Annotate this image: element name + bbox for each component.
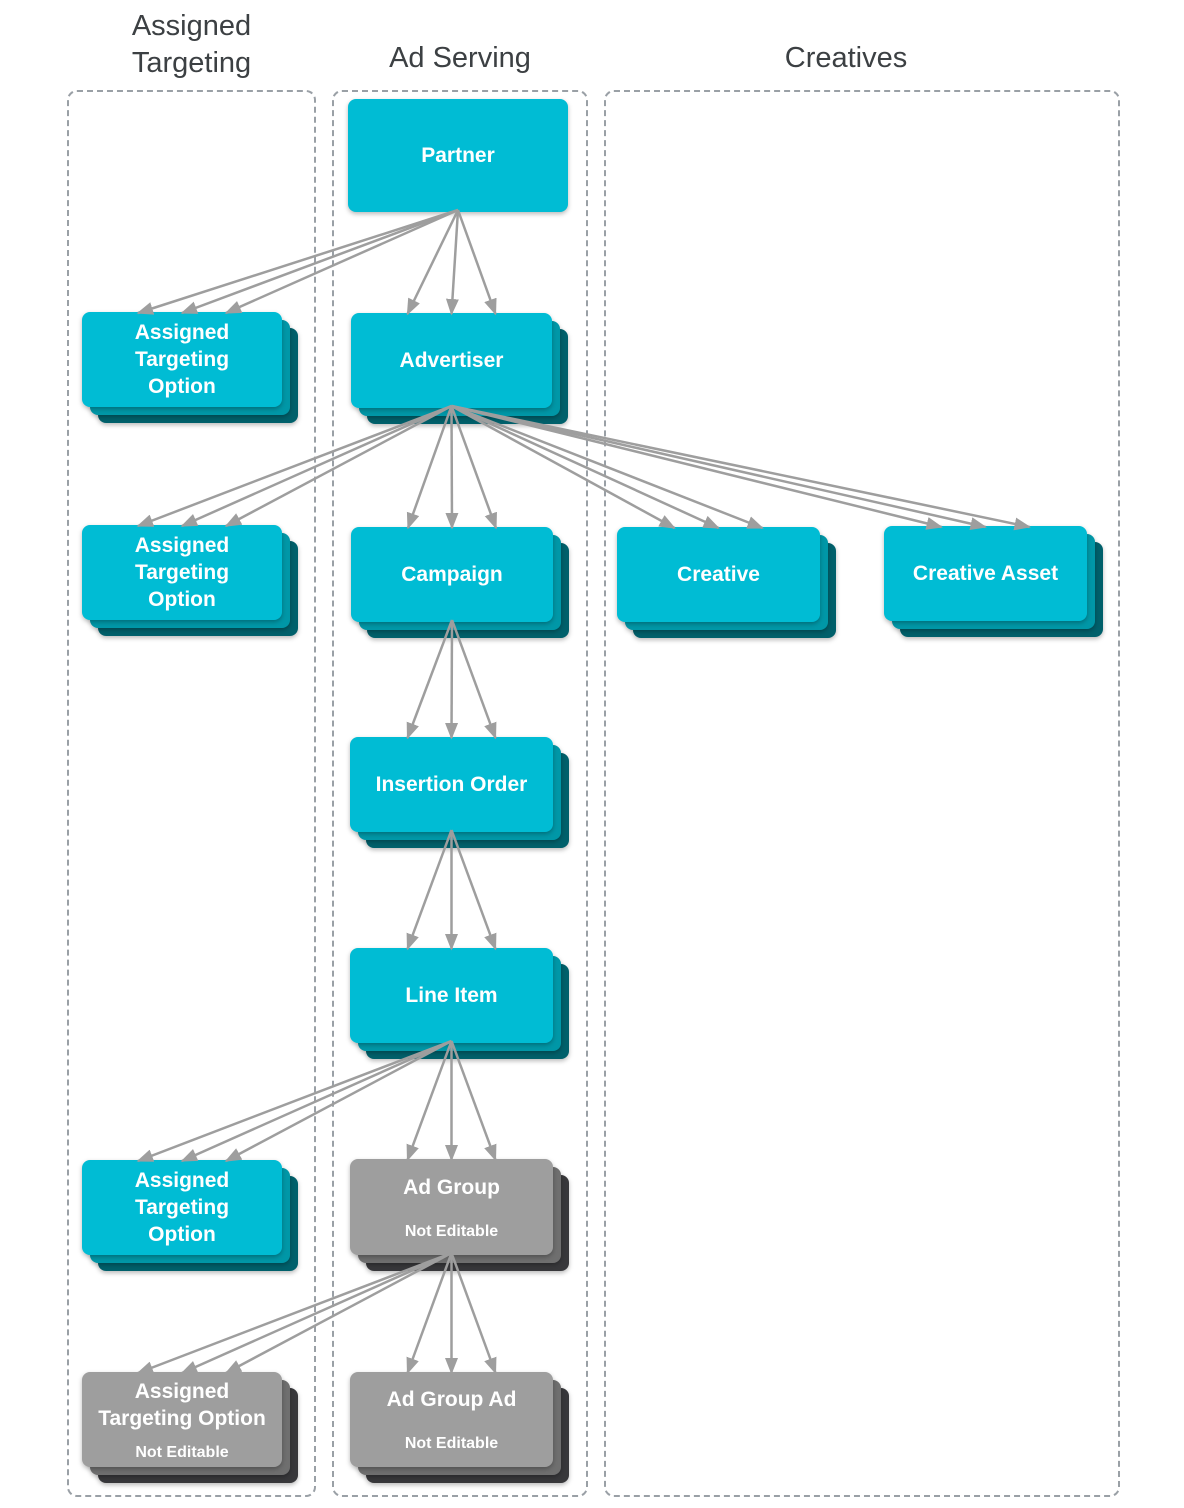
- node-face: Partner: [348, 99, 568, 212]
- node-ad-group-ad: Ad Group Ad Not Editable: [350, 1372, 569, 1483]
- node-label: Advertiser: [399, 349, 504, 372]
- node-label: Creative: [677, 563, 760, 586]
- node-face: Ad Group Ad Not Editable: [350, 1372, 553, 1467]
- column-header-assigned-targeting: Assigned Targeting: [67, 8, 316, 82]
- node-sublabel: Not Editable: [135, 1443, 229, 1461]
- node-advertiser: Advertiser: [351, 313, 568, 424]
- node-face: Line Item: [350, 948, 553, 1043]
- node-partner: Partner: [348, 99, 568, 212]
- header-line: Targeting: [131, 47, 252, 79]
- node-insertion-order: Insertion Order: [350, 737, 569, 848]
- node-campaign: Campaign: [351, 527, 569, 638]
- column-header-ad-serving: Ad Serving: [332, 40, 588, 77]
- node-sublabel: Not Editable: [404, 1222, 499, 1240]
- header-line: Assigned: [131, 10, 252, 42]
- node-face: Insertion Order: [350, 737, 553, 832]
- node-face: Advertiser: [351, 313, 552, 408]
- node-label: Line Item: [405, 984, 498, 1007]
- node-sublabel: Not Editable: [404, 1435, 499, 1452]
- column-frame-creatives: [604, 90, 1120, 1497]
- node-line-item: Line Item: [350, 948, 569, 1059]
- column-frame-assigned-targeting: [67, 90, 316, 1497]
- header-line: Creatives: [784, 42, 908, 74]
- node-face: Creative Asset: [884, 526, 1087, 621]
- node-label: Insertion Order: [375, 773, 528, 796]
- header-line: Ad Serving: [389, 42, 531, 74]
- node-label: Partner: [421, 144, 495, 167]
- column-header-creatives: Creatives: [604, 40, 1088, 77]
- node-creative-asset: Creative Asset: [884, 526, 1103, 637]
- node-face: Creative: [617, 527, 820, 622]
- node-face: Campaign: [351, 527, 553, 622]
- node-creative: Creative: [617, 527, 836, 638]
- node-label: Ad Group: [403, 1175, 500, 1199]
- node-label: Creative Asset: [912, 562, 1059, 585]
- node-label: Campaign: [401, 563, 503, 586]
- node-label: Ad Group Ad: [386, 1388, 517, 1411]
- column-frame-ad-serving: [332, 90, 588, 1497]
